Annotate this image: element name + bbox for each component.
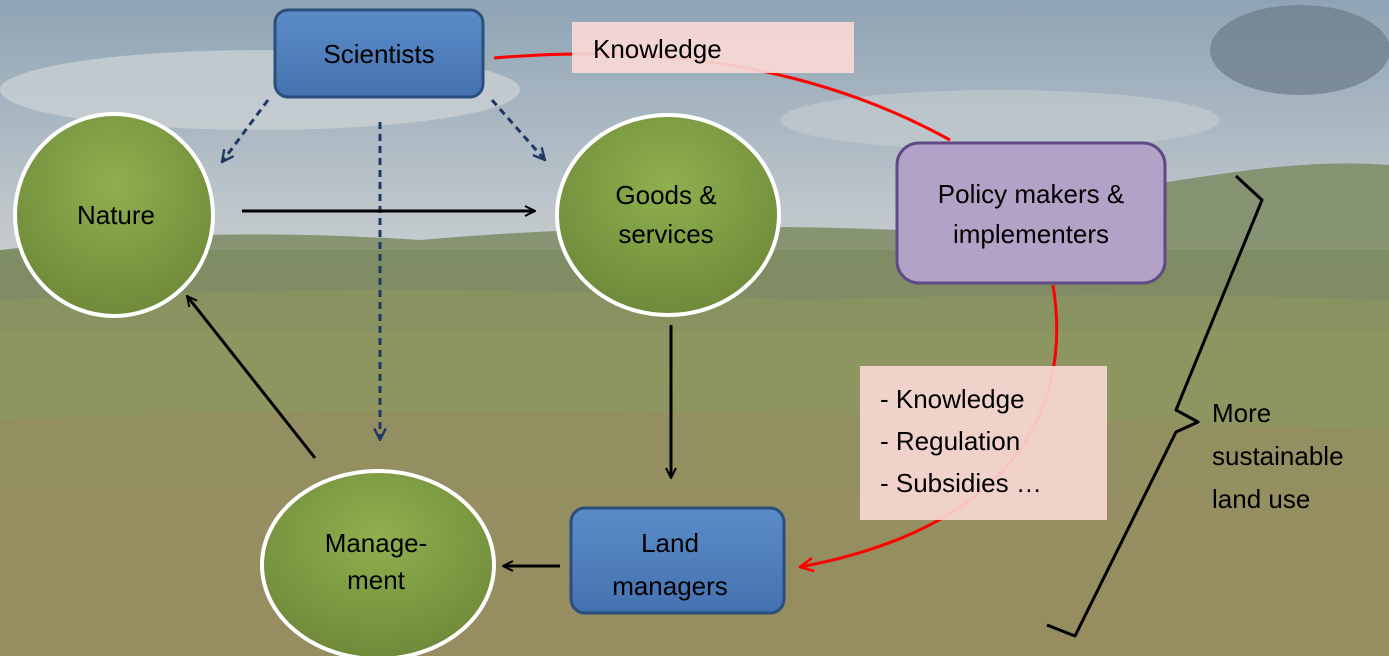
outcome-line2: sustainable	[1212, 441, 1344, 471]
knowledge-label: Knowledge	[593, 34, 722, 64]
management-label-line2: ment	[347, 565, 406, 595]
dashed-arrow-to-nature	[222, 99, 270, 162]
node-goods-services: Goods & services	[555, 113, 781, 317]
policy-tool-subsidies: - Subsidies …	[880, 468, 1042, 498]
policy-tools-box: - Knowledge - Regulation - Subsidies …	[860, 366, 1107, 520]
scientists-label: Scientists	[323, 39, 434, 69]
dashed-arrow-to-goods	[490, 99, 545, 160]
curly-brace	[1046, 174, 1264, 638]
policy-tool-regulation: - Regulation	[880, 426, 1020, 456]
goods-label-line1: Goods &	[615, 180, 716, 210]
node-nature: Nature	[13, 112, 215, 318]
land-managers-label-line2: managers	[612, 571, 728, 601]
node-land-managers: Land managers	[569, 506, 786, 615]
outcome-line3: land use	[1212, 484, 1310, 514]
policy-label-line2: implementers	[953, 219, 1109, 249]
policy-label-line1: Policy makers &	[938, 179, 1124, 209]
outcome-line1: More	[1212, 398, 1271, 428]
nature-label: Nature	[77, 200, 155, 230]
node-scientists: Scientists	[273, 8, 485, 99]
policy-tool-knowledge: - Knowledge	[880, 384, 1025, 414]
node-policy-makers: Policy makers & implementers	[895, 141, 1167, 285]
knowledge-label-box: Knowledge	[572, 22, 854, 73]
arrow-management-to-nature	[187, 296, 317, 459]
goods-label-line2: services	[618, 219, 713, 249]
management-label-line1: Manage-	[325, 528, 428, 558]
node-management: Manage- ment	[260, 469, 496, 656]
outcome-label: More sustainable land use	[1212, 398, 1344, 514]
land-managers-label-line1: Land	[641, 528, 699, 558]
